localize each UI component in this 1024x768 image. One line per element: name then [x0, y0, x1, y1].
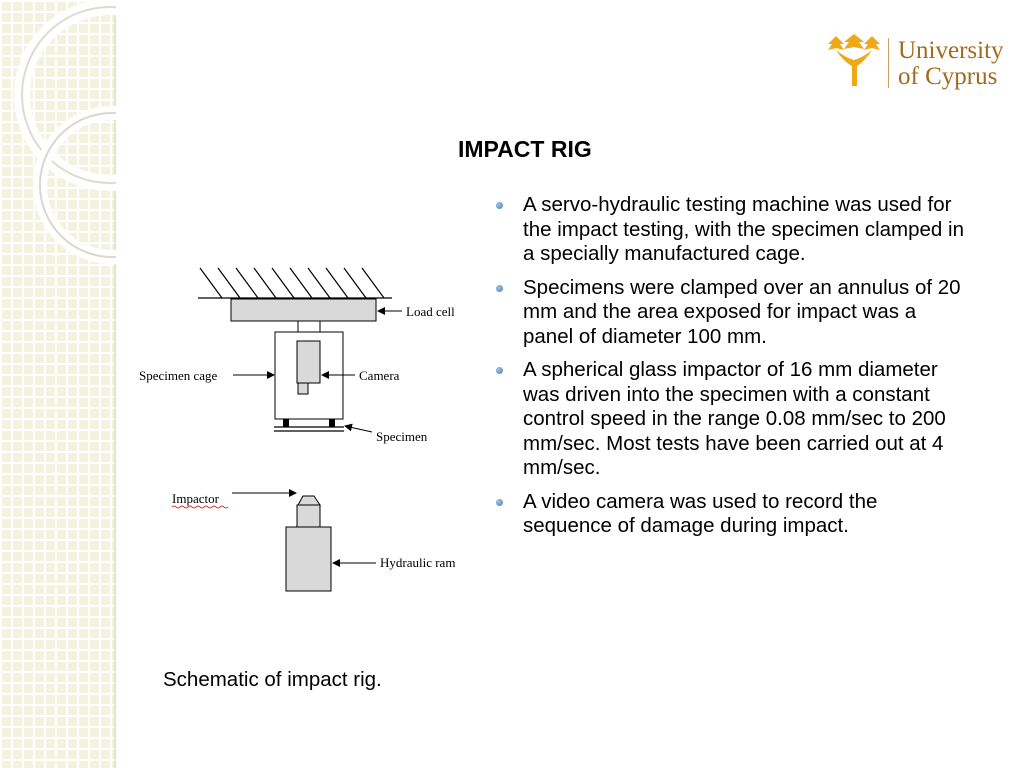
label-hydraulic-ram: Hydraulic ram [380, 555, 455, 570]
label-specimen-cage: Specimen cage [139, 368, 218, 383]
camera-body [296, 340, 321, 384]
label-specimen: Specimen [376, 429, 428, 444]
bullet-dot-icon [496, 284, 503, 292]
label-camera: Camera [359, 368, 400, 383]
ceiling-hatch [198, 267, 392, 299]
cypress-tree-logo-icon [828, 34, 880, 86]
connector-neck [297, 320, 321, 333]
bullet-dot-icon [496, 202, 503, 209]
university-logo: University of Cyprus [822, 30, 1012, 92]
camera-lens [297, 382, 309, 395]
specimen-arrow [344, 423, 373, 433]
bullet-text: Specimens were clamped over an annulus o… [523, 275, 961, 348]
bullet-list: A servo-hydraulic testing machine was us… [496, 193, 966, 548]
label-impactor: Impactor [172, 491, 220, 506]
figure-caption: Schematic of impact rig. [163, 668, 382, 691]
bullet-item: A video camera was used to record the se… [496, 490, 966, 539]
impactor-shaft [296, 504, 321, 528]
impactor-tip [297, 495, 321, 506]
bullet-text: A servo-hydraulic testing machine was us… [523, 193, 964, 265]
impactor-spellcheck-underline [171, 505, 229, 509]
bullet-text: A video camera was used to record the se… [523, 489, 878, 538]
bullet-dot-icon [496, 498, 503, 506]
slide-title: IMPACT RIG [458, 136, 592, 162]
decorative-side-panel [0, 0, 116, 768]
bullet-text: A spherical glass impactor of 16 mm diam… [523, 358, 946, 479]
label-load-cell: Load cell [406, 304, 455, 319]
impact-rig-schematic: Load cell Specimen cage Camera Specimen … [139, 267, 455, 592]
decorative-rings-icon [14, 0, 116, 264]
logo-text-line2: of Cyprus [898, 63, 998, 90]
hydraulic-ram-body [285, 526, 332, 592]
bullet-item: A spherical glass impactor of 16 mm diam… [496, 358, 966, 481]
logo-text-line1: University [898, 37, 1004, 64]
logo-divider [888, 38, 889, 88]
load-cell-block [230, 298, 377, 322]
bullet-item: Specimens were clamped over an annulus o… [496, 276, 966, 350]
bullet-item: A servo-hydraulic testing machine was us… [496, 193, 966, 267]
bullet-dot-icon [496, 367, 503, 374]
specimen-clamp [274, 419, 344, 432]
